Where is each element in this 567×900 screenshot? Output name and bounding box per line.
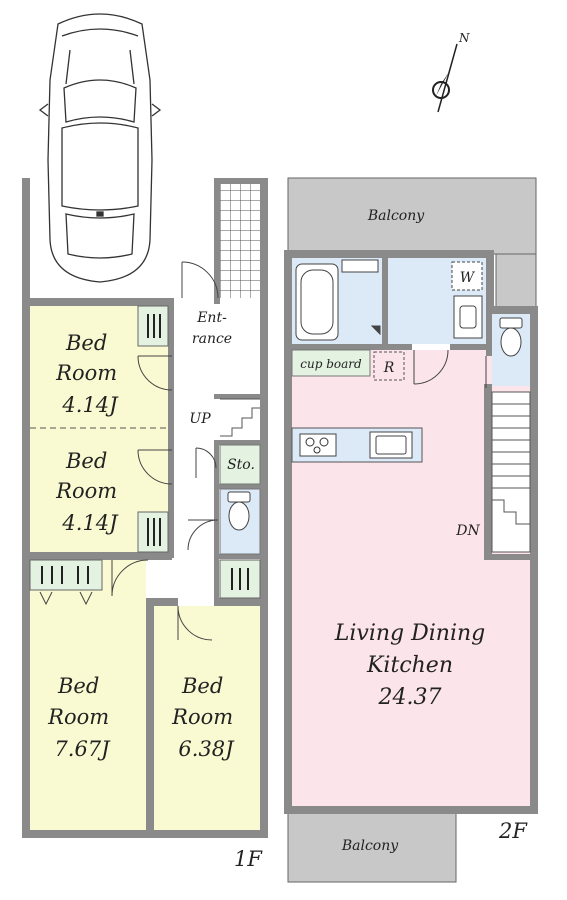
stairs-down-icon: [491, 391, 531, 553]
washer-space: [451, 261, 483, 291]
closet-icon: [29, 559, 103, 606]
closet-icon: [219, 559, 261, 599]
bedroom-3-label: Bed Room 7.67J: [47, 674, 116, 761]
bedroom-4-size: 6.38J: [178, 737, 235, 761]
balcony-top-extension: [495, 253, 537, 311]
door-icon: [187, 519, 219, 551]
fridge-label: R: [383, 360, 395, 376]
bedroom-4-name-line1: Bed: [181, 674, 223, 698]
bedroom-4-floor: [154, 606, 260, 830]
entrance-label-line2: rance: [192, 331, 232, 347]
bedroom-1-size: 4.14J: [61, 393, 119, 417]
bedroom-1-label: Bed Room 4.14J: [55, 331, 124, 417]
door-icon: [137, 355, 173, 391]
floor1-walls: [22, 178, 268, 838]
closet-icon: [137, 511, 169, 553]
closet-icon: [137, 305, 169, 347]
bedroom-3-floor: [30, 560, 146, 830]
toilet-icon: [227, 491, 251, 531]
bedroom-3-name-line2: Room: [47, 705, 109, 729]
entrance-label-line1: Ent-: [196, 310, 227, 326]
toilet-icon: [499, 317, 523, 357]
bedroom-2-label: Bed Room 4.14J: [55, 449, 124, 535]
balcony-bottom-label: Balcony: [341, 838, 399, 854]
bedroom-4-label: Bed Room 6.38J: [171, 674, 240, 761]
compass-icon: [432, 43, 458, 113]
fridge-space: [373, 351, 405, 381]
bedroom-1-name-line1: Bed: [65, 331, 107, 355]
bedroom-2-name-line1: Bed: [65, 449, 107, 473]
balcony-bottom: [287, 811, 457, 883]
sink-icon: [453, 295, 483, 339]
storage-label: Sto.: [227, 457, 255, 473]
stairs-up-label: UP: [189, 411, 211, 427]
bedroom-4-name-line2: Room: [171, 705, 233, 729]
car-icon: [38, 13, 162, 283]
bedroom-2-name-line2: Room: [55, 479, 117, 503]
bedroom-3-name-line1: Bed: [57, 674, 99, 698]
floor1-label: 1F: [234, 847, 263, 871]
balcony-top-label: Balcony: [367, 208, 425, 224]
floor2-walls: [284, 250, 538, 814]
door-icon: [413, 349, 449, 385]
bedroom-2-size: 4.14J: [61, 511, 119, 535]
bathtub-icon: [295, 259, 381, 341]
kitchen-counter: [291, 427, 423, 463]
cupboard-label: cup board: [300, 357, 362, 371]
bedroom-3-size: 7.67J: [54, 737, 111, 761]
cupboard: [291, 349, 371, 377]
door-icon: [177, 605, 213, 641]
floor2-label: 2F: [498, 819, 528, 843]
ldk-label-line2: Kitchen: [366, 653, 453, 678]
stairs-down-label: DN: [455, 523, 480, 539]
door-icon: [137, 449, 173, 485]
ldk-size: 24.37: [378, 685, 442, 710]
bedroom-1-name-line2: Room: [55, 361, 117, 385]
entrance-door-icon: [181, 261, 219, 299]
compass-north-label: N: [458, 31, 470, 45]
door-icon: [111, 559, 149, 597]
door-icon: [195, 447, 217, 478]
balcony-top: [287, 177, 537, 255]
entrance-grid: [220, 184, 260, 298]
storage-room: [219, 444, 261, 485]
washer-label: W: [460, 270, 476, 286]
stairs-up-icon: [220, 398, 260, 437]
ldk-label-line1: Living Dining: [334, 621, 486, 646]
